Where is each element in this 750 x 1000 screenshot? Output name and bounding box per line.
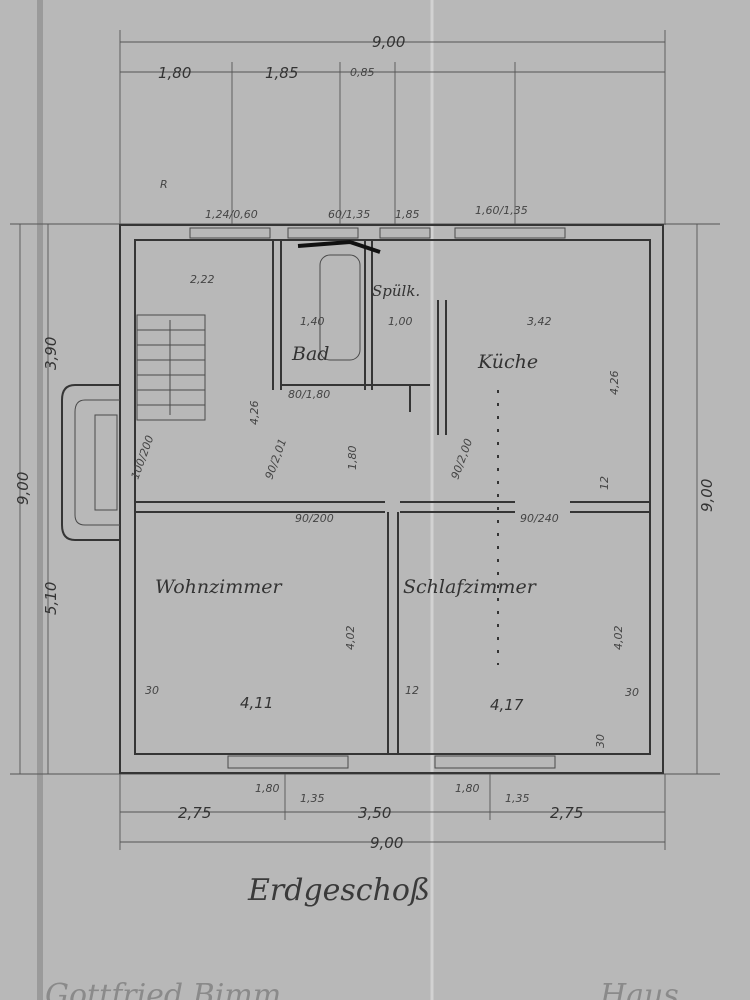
wall-e: 12 — [598, 476, 611, 490]
room-bedroom: Schlafzimmer — [403, 576, 538, 598]
footer-name: Gottfried Bimm — [45, 978, 281, 1000]
bedroom-width: 4,17 — [490, 696, 524, 714]
staircase — [136, 314, 206, 421]
hall-door: 90/2,01 — [263, 437, 290, 481]
stair-width: 2,22 — [190, 273, 215, 286]
living-door: 90/200 — [295, 512, 334, 525]
dim-left-total: 9,00 — [14, 472, 32, 505]
window-dim-4: 1,60/1,35 — [475, 204, 528, 217]
window-bottom-2b: 1,35 — [505, 792, 530, 805]
windows — [189, 227, 566, 769]
kitchen-height: 4,26 — [608, 371, 621, 396]
dim-bottom-seg2: 3,50 — [358, 804, 391, 822]
kitchen-door: 90/2,00 — [449, 437, 476, 481]
window-bottom-1: 1,80 — [255, 782, 280, 795]
room-bath: Bad — [291, 343, 329, 365]
dim-left-lower: 5,10 — [42, 582, 60, 615]
hall-depth: 1,80 — [346, 446, 359, 471]
window-dim-1: 1,24/0,60 — [205, 208, 258, 221]
bedroom-height: 4,02 — [612, 626, 625, 651]
bath-door: 80/1,80 — [288, 388, 330, 401]
dim-bottom-total: 9,00 — [370, 834, 403, 852]
dim-top-seg3: 0,85 — [350, 66, 375, 79]
room-scullery: Spülk. — [372, 282, 420, 300]
room-kitchen: Küche — [477, 351, 538, 373]
wall-d: 30 — [594, 734, 607, 748]
dim-left-upper: 3,90 — [42, 337, 60, 370]
window-dim-3: 1,85 — [395, 208, 420, 221]
kitchen-width: 3,42 — [527, 315, 552, 328]
stair-height: 4,26 — [248, 401, 261, 426]
dim-top-seg2: 1,85 — [265, 64, 298, 82]
mark-r: R — [160, 178, 168, 191]
entry-door: 100/200 — [129, 434, 157, 481]
bathtub — [319, 254, 361, 361]
dim-bottom-seg1: 2,75 — [178, 804, 211, 822]
wall-a: 30 — [145, 684, 159, 697]
scullery-width: 1,00 — [388, 315, 413, 328]
wall-c: 30 — [625, 686, 639, 699]
living-height: 4,02 — [344, 626, 357, 651]
ink-mark — [297, 239, 381, 254]
window-dim-2: 60/1,35 — [328, 208, 370, 221]
entrance-porch — [61, 384, 120, 541]
room-living: Wohnzimmer — [155, 576, 284, 598]
dim-top-seg1: 1,80 — [158, 64, 191, 82]
living-width: 4,11 — [240, 694, 273, 712]
plan-title: Erdgeschoß — [247, 873, 430, 908]
dim-right-total: 9,00 — [698, 479, 716, 512]
bedroom-door: 90/240 — [520, 512, 559, 525]
bath-width: 1,40 — [300, 315, 325, 328]
walls — [119, 224, 664, 774]
footer-right: Haus — [599, 978, 679, 1000]
dim-top-total: 9,00 — [372, 33, 405, 51]
dim-bottom-seg3: 2,75 — [550, 804, 583, 822]
window-bottom-2: 1,80 — [455, 782, 480, 795]
window-bottom-1b: 1,35 — [300, 792, 325, 805]
wall-b: 12 — [405, 684, 419, 697]
